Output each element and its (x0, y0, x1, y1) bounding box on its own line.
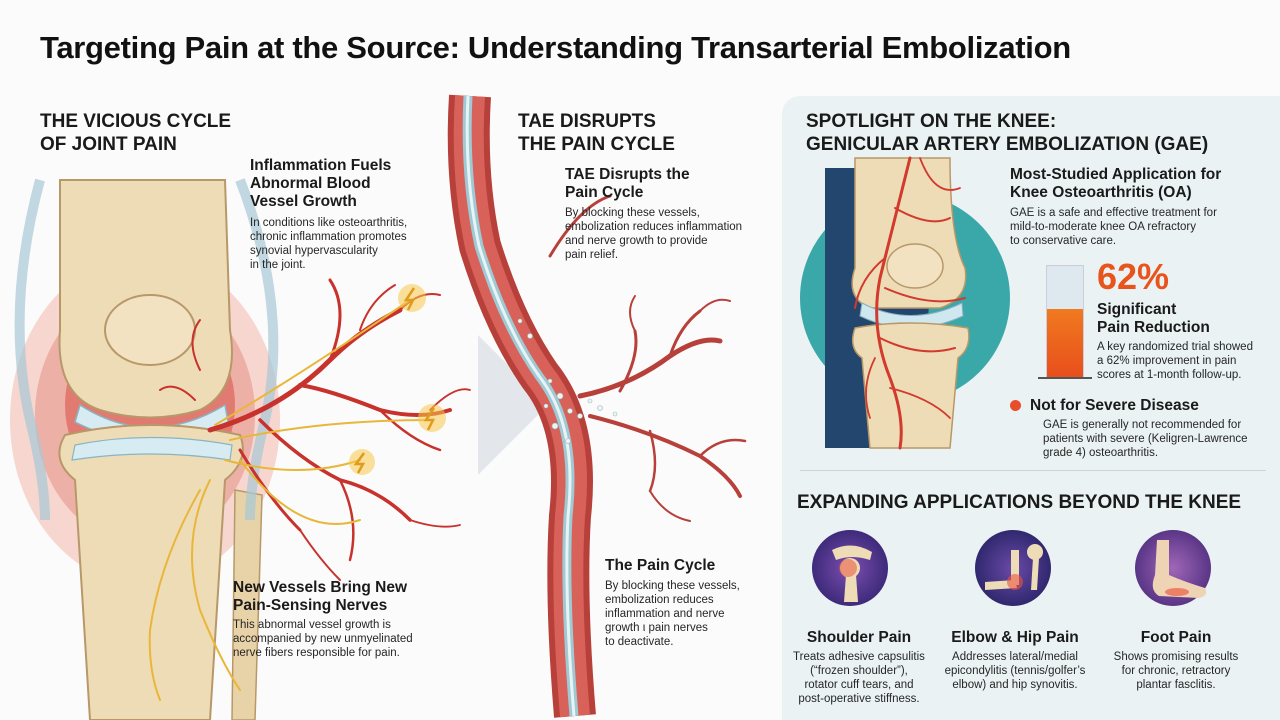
foot-title: Foot Pain (1140, 629, 1212, 646)
knee-heading: SPOTLIGHT ON THE KNEE: GENICULAR ARTERY … (806, 111, 1209, 155)
stat-title: Significant Pain Reduction (1097, 301, 1210, 336)
elbow-hip-title: Elbow & Hip Pain (951, 629, 1079, 646)
knee-gae-illustration (800, 156, 1010, 450)
pain-spark-icon (398, 284, 426, 312)
tae-disrupt-text: By blocking these vessels, embolization … (565, 207, 743, 261)
inflammation-title: Inflammation Fuels Abnormal Blood Vessel… (250, 157, 392, 210)
gae-studied-title: Most-Studied Application for Knee Osteoa… (1010, 166, 1222, 201)
stat-text: A key randomized trial showed a 62% impr… (1097, 341, 1253, 381)
pain-reduction-bar-fill (1047, 308, 1083, 378)
pain-cycle-title: The Pain Cycle (605, 557, 716, 574)
pain-cycle-text: By blocking these vessels, embolization … (605, 580, 740, 648)
stat-percentage: 62% (1097, 256, 1170, 297)
elbow-hip-text: Addresses lateral/medial epicondylitis (… (944, 651, 1086, 691)
catheter-artery-illustration (447, 94, 747, 718)
expanding-heading: EXPANDING APPLICATIONS BEYOND THE KNEE (797, 492, 1242, 513)
nerves-title: New Vessels Bring New Pain-Sensing Nerve… (233, 579, 408, 614)
elbow-hip-icon (975, 530, 1051, 606)
cycle-heading: THE VICIOUS CYCLE OF JOINT PAIN (40, 111, 232, 155)
pain-spark-icon (418, 404, 446, 432)
nerves-text: This abnormal vessel growth is accompani… (233, 619, 413, 659)
shoulder-text: Treats adhesive capsulitis (“frozen shou… (793, 651, 925, 705)
tae-heading: TAE DISRUPTS THE PAIN CYCLE (518, 111, 675, 155)
severe-title: Not for Severe Disease (1030, 397, 1199, 414)
foot-text: Shows promising results for chronic, ret… (1113, 651, 1239, 691)
severe-text: GAE is generally not recommended for pat… (1043, 419, 1248, 459)
pain-spark-icon (349, 449, 375, 475)
foot-icon (1135, 530, 1211, 606)
tae-disrupt-title: TAE Disrupts the Pain Cycle (565, 166, 690, 201)
pain-reduction-bar (1046, 265, 1084, 379)
shoulder-title: Shoulder Pain (806, 629, 912, 646)
knee-inflammation-illustration (10, 178, 471, 720)
bar-baseline (1038, 377, 1092, 379)
shoulder-joint-icon (812, 530, 888, 606)
panel-divider (800, 470, 1266, 471)
gae-studied-text: GAE is a safe and effective treatment fo… (1010, 207, 1217, 247)
inflammation-text: In conditions like osteoarthritis, chron… (250, 217, 408, 271)
warning-dot-icon (1010, 400, 1021, 411)
flow-chevron-icon (478, 335, 548, 475)
page-title: Targeting Pain at the Source: Understand… (40, 30, 1071, 65)
